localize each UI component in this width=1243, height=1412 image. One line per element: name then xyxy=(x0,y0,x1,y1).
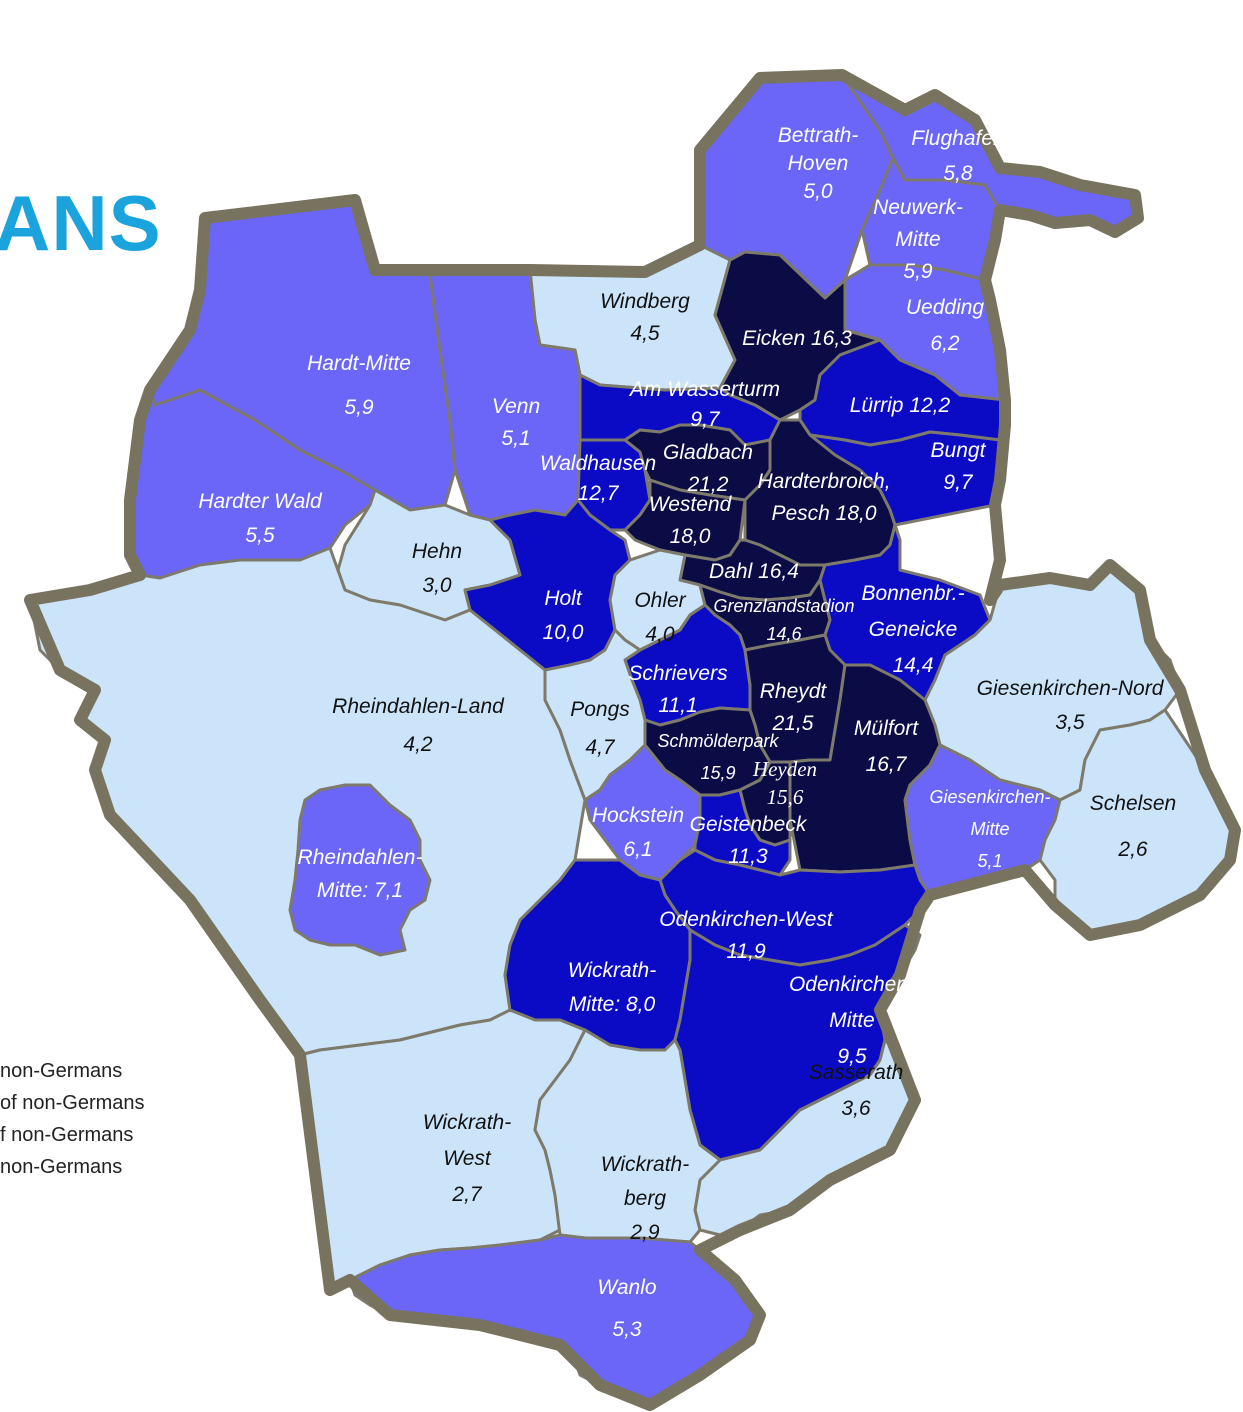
district-label: Flughafen xyxy=(911,127,1004,150)
district-label: Odenkirchen- xyxy=(789,973,915,996)
district-label: Odenkirchen-West xyxy=(659,908,834,931)
district-label: Schelsen xyxy=(1090,792,1176,815)
district-label: 5,9 xyxy=(903,260,933,283)
district-label: 2,6 xyxy=(1117,838,1148,861)
district-label: West xyxy=(443,1147,492,1170)
district-label: Giesenkirchen-Nord xyxy=(977,677,1165,700)
district-label: 15,9 xyxy=(700,763,735,783)
district-label: Wickrath- xyxy=(423,1111,511,1134)
district-label: Mitte xyxy=(829,1009,875,1032)
district-label: Hardt-Mitte xyxy=(307,352,411,375)
district-label: 4,7 xyxy=(585,736,616,759)
legend-item-highest: non-Germans xyxy=(0,1156,123,1178)
district-label: Geistenbeck xyxy=(690,813,808,836)
district-label: Mitte: 8,0 xyxy=(569,993,656,1016)
district-label: 5,5 xyxy=(245,524,275,547)
map-title: ANS xyxy=(0,179,162,267)
district-label: berg xyxy=(624,1187,666,1210)
district-label: Hoven xyxy=(788,152,849,175)
district-label: Uedding xyxy=(906,296,985,319)
district-label: 2,9 xyxy=(629,1221,660,1244)
district-label: Westend xyxy=(649,493,733,516)
district-label: Dahl 16,4 xyxy=(709,560,799,583)
district-label: Mitte xyxy=(970,819,1009,839)
district-label: 21,5 xyxy=(772,712,814,735)
district-label: 6,1 xyxy=(623,838,652,861)
district-label: 5,1 xyxy=(977,851,1002,871)
district-label: 5,8 xyxy=(943,162,973,185)
district-label: 4,0 xyxy=(645,623,675,646)
district-label: 14,6 xyxy=(766,624,802,644)
district-label: 11,3 xyxy=(728,845,768,868)
district-label: Waldhausen xyxy=(540,452,656,475)
district-label: 5,3 xyxy=(612,1318,642,1341)
district-label: 6,2 xyxy=(930,332,960,355)
district-label: Rheydt xyxy=(760,680,828,703)
district-label: Heyden xyxy=(752,757,817,781)
district-label: Gladbach xyxy=(663,441,753,464)
district-label: 5,1 xyxy=(501,427,530,450)
district-label: 5,9 xyxy=(344,396,374,419)
legend-item-high: f non-Germans xyxy=(0,1124,134,1146)
district-label: Giesenkirchen- xyxy=(929,787,1050,807)
district-label: 16,7 xyxy=(866,753,908,776)
district-label: 4,5 xyxy=(630,322,660,345)
district-label: Mitte: 7,1 xyxy=(317,879,403,902)
district-label: Schmölderpark xyxy=(657,731,779,751)
district-label: 4,2 xyxy=(403,733,433,756)
district-label: Wanlo xyxy=(597,1276,656,1299)
district-label: Bettrath- xyxy=(778,124,859,147)
district-label: 9,5 xyxy=(837,1045,867,1068)
district-label: Lürrip 12,2 xyxy=(850,394,951,417)
district-label: 18,0 xyxy=(670,525,711,548)
district-label: 5,0 xyxy=(803,180,833,203)
district-label: 9,7 xyxy=(943,471,974,494)
district-label: 10,0 xyxy=(543,621,584,644)
district-rheindahlen-mitte xyxy=(288,783,432,957)
district-pongs xyxy=(543,628,647,802)
district-label: 12,7 xyxy=(578,482,620,505)
district-label: 2,7 xyxy=(451,1183,483,1206)
district-label: Sasserath xyxy=(809,1061,904,1084)
district-label: 15,6 xyxy=(767,785,804,809)
district-label: Neuwerk- xyxy=(873,196,963,219)
city-border xyxy=(24,69,1241,1411)
district-label: Windberg xyxy=(600,290,690,313)
district-label: Grenzlandstadion xyxy=(713,596,854,616)
district-geistenbeck xyxy=(693,788,792,877)
district-label: Schrievers xyxy=(628,662,728,685)
district-label: 3,6 xyxy=(841,1097,871,1120)
district-label: 11,1 xyxy=(658,694,697,717)
district-label: Ohler xyxy=(634,589,686,612)
district-label: 3,0 xyxy=(422,574,452,597)
district-label: Rheindahlen- xyxy=(298,846,423,869)
district-label: Am Wasserturm xyxy=(628,378,780,401)
district-label: Holt xyxy=(544,587,583,610)
district-label: Geneicke xyxy=(869,618,958,641)
district-label: Eicken 16,3 xyxy=(742,327,852,350)
legend-item-low: of non-Germans xyxy=(0,1092,145,1114)
district-label: 11,9 xyxy=(726,940,766,963)
district-label: Hardter Wald xyxy=(198,490,323,513)
district-label: Wickrath- xyxy=(568,959,656,982)
district-label: 3,5 xyxy=(1055,711,1085,734)
district-label: Mitte xyxy=(895,228,941,251)
district-label: 21,2 xyxy=(687,473,729,496)
legend: non-Germans of non-Germans f non-Germans… xyxy=(0,1055,145,1183)
district-label: 14,4 xyxy=(893,654,934,677)
legend-item-lowest: non-Germans xyxy=(0,1060,123,1082)
district-label: Mülfort xyxy=(854,717,919,740)
district-label: Rheindahlen-Land xyxy=(332,695,505,718)
district-label: Venn xyxy=(492,395,540,418)
district-label: Pongs xyxy=(570,698,630,721)
district-label: Wickrath- xyxy=(601,1153,689,1176)
district-label: Bungt xyxy=(931,439,987,462)
district-label: Pesch 18,0 xyxy=(771,502,876,525)
district-label: Hardterbroich, xyxy=(757,470,890,493)
district-label: Hockstein xyxy=(592,804,684,827)
district-label: Bonnenbr.- xyxy=(861,582,964,605)
district-label: 9,7 xyxy=(690,408,721,431)
district-label: Hehn xyxy=(412,540,462,563)
